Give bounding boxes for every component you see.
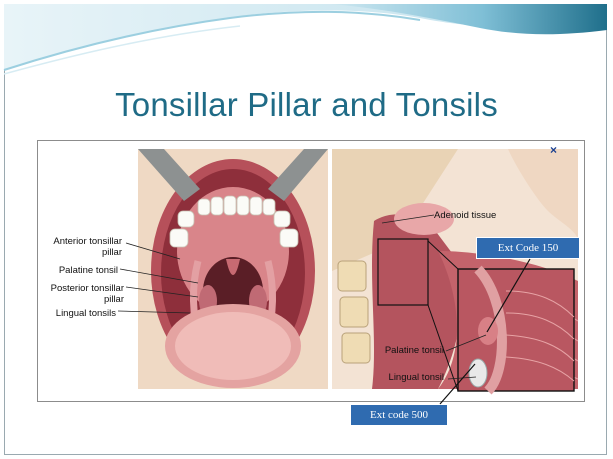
arrow-ext-500 — [440, 364, 475, 404]
arrow-ext-150 — [487, 259, 530, 332]
